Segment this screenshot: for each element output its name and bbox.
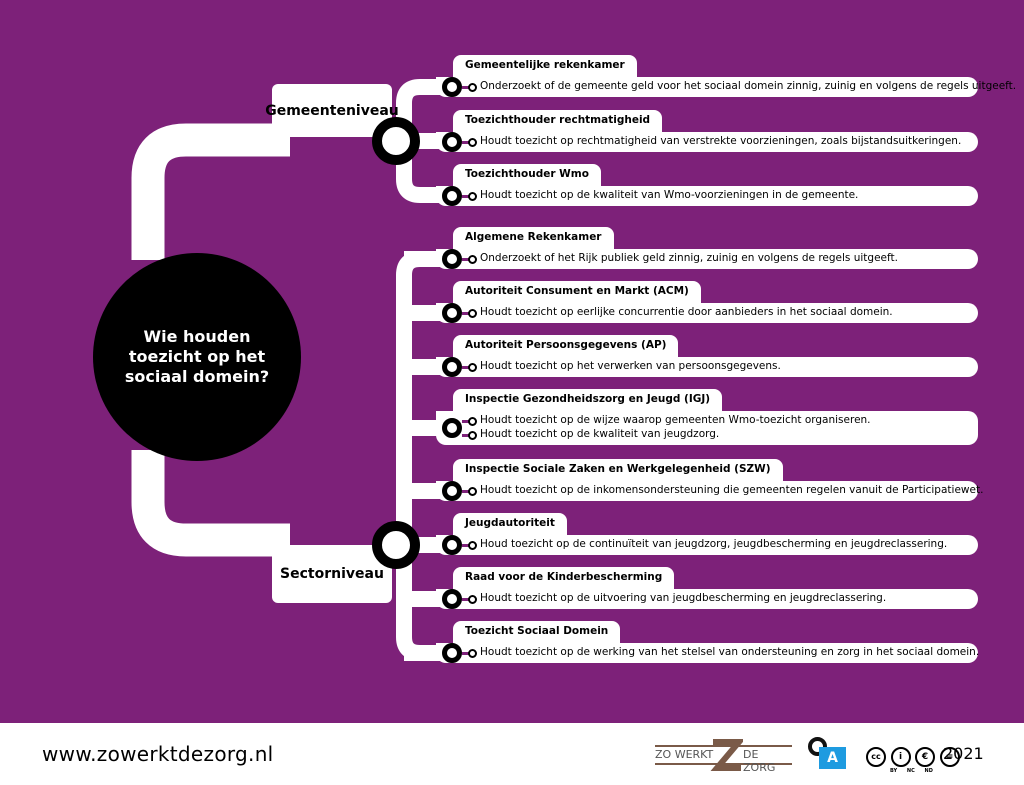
bullet-icon xyxy=(468,83,477,92)
central-question: Wie houden toezicht op het sociaal domei… xyxy=(93,253,301,461)
description-text: Houdt toezicht op het verwerken van pers… xyxy=(480,360,781,372)
bullet-icon xyxy=(468,138,477,147)
bullet-icon xyxy=(468,309,477,318)
connector-line xyxy=(462,141,472,144)
supervisor-description: Houdt toezicht op eerlijke concurrentie … xyxy=(436,303,978,323)
footer: www.zowerktdezorg.nl ZO WERKT DE ZORG A … xyxy=(0,723,1024,785)
supervisor-title: Toezicht Sociaal Domein xyxy=(453,621,621,645)
bullet-icon xyxy=(468,431,477,440)
connector-line xyxy=(462,86,472,89)
description-text: Houdt toezicht op de wijze waarop gemeen… xyxy=(480,414,871,426)
supervisor-title: Jeugdautoriteit xyxy=(453,513,567,537)
supervisor-title: Gemeentelijke rekenkamer xyxy=(453,55,637,79)
description-text: Houdt toezicht op rechtmatigheid van ver… xyxy=(480,135,962,147)
description-text: Houdt toezicht op de kwaliteit van jeugd… xyxy=(480,428,720,440)
station-icon xyxy=(442,357,462,377)
supervisor-description: Houdt toezicht op de inkomensondersteuni… xyxy=(436,481,983,501)
station-icon xyxy=(442,643,462,663)
supervisor-title: Raad voor de Kinderbescherming xyxy=(453,567,675,591)
bullet-icon xyxy=(468,487,477,496)
station-icon xyxy=(442,589,462,609)
supervisor-title: Autoriteit Persoonsgegevens (AP) xyxy=(453,335,679,359)
supervisor-description: Houdt toezicht op de uitvoering van jeug… xyxy=(436,589,978,609)
supervisor-title: Autoriteit Consument en Markt (ACM) xyxy=(453,281,701,305)
connector-line xyxy=(462,312,472,315)
station-icon xyxy=(442,535,462,555)
supervisor-description: Houdt toezicht op het verwerken van pers… xyxy=(436,357,978,377)
connector-line xyxy=(462,490,472,493)
bullet-icon xyxy=(468,541,477,550)
bullet-icon xyxy=(468,595,477,604)
supervisor-description: Houdt toezicht op rechtmatigheid van ver… xyxy=(436,132,978,152)
station-icon xyxy=(442,77,462,97)
station-icon xyxy=(442,132,462,152)
gemeenteniveau-label: Gemeenteniveau xyxy=(265,84,399,137)
year: 2021 xyxy=(943,744,984,763)
description-text: Houdt toezicht op eerlijke concurrentie … xyxy=(480,306,893,318)
supervisor-description: Onderzoekt of het Rijk publiek geld zinn… xyxy=(436,249,978,269)
website-link[interactable]: www.zowerktdezorg.nl xyxy=(42,742,274,766)
description-text: Houd toezicht op de continuïteit van jeu… xyxy=(480,538,948,550)
connector-line xyxy=(462,420,472,423)
station-icon xyxy=(442,481,462,501)
creative-commons-license-icon: cc i € = BY NC ND xyxy=(866,747,960,774)
bullet-icon xyxy=(468,649,477,658)
connector-line xyxy=(462,366,472,369)
description-text: Onderzoekt of het Rijk publiek geld zinn… xyxy=(480,252,898,264)
station-icon xyxy=(442,186,462,206)
bullet-icon xyxy=(468,417,477,426)
supervisor-description: Houd toezicht op de continuïteit van jeu… xyxy=(436,535,978,555)
connector-line xyxy=(462,434,472,437)
zo-werkt-de-zorg-logo: ZO WERKT DE ZORG xyxy=(655,737,792,774)
supervisor-description: Onderzoekt of de gemeente geld voor het … xyxy=(436,77,1016,97)
connector-line xyxy=(462,652,472,655)
description-text: Houdt toezicht op de uitvoering van jeug… xyxy=(480,592,887,604)
description-text: Houdt toezicht op de inkomensondersteuni… xyxy=(480,484,984,496)
supervisor-description: Houdt toezicht op de kwaliteit van Wmo-v… xyxy=(436,186,978,206)
station-icon xyxy=(442,249,462,269)
supervisor-title: Algemene Rekenkamer xyxy=(453,227,614,251)
sectorniveau-label: Sectorniveau xyxy=(272,545,392,603)
description-text: Houdt toezicht op de werking van het ste… xyxy=(480,646,980,658)
supervisor-title: Toezichthouder Wmo xyxy=(453,164,601,188)
description-text: Houdt toezicht op de kwaliteit van Wmo-v… xyxy=(480,189,859,201)
bullet-icon xyxy=(468,255,477,264)
bullet-icon xyxy=(468,363,477,372)
supervisor-title: Inspectie Sociale Zaken en Werkgelegenhe… xyxy=(453,459,783,483)
description-text: Onderzoekt of de gemeente geld voor het … xyxy=(480,80,1017,92)
connector-line xyxy=(462,258,472,261)
gemeente-node-icon xyxy=(372,117,420,165)
station-icon xyxy=(442,418,462,438)
sector-node-icon xyxy=(372,521,420,569)
connector-line xyxy=(462,544,472,547)
supervisor-description: Houdt toezicht op de wijze waarop gemeen… xyxy=(436,411,978,445)
station-icon xyxy=(442,303,462,323)
supervisor-title: Inspectie Gezondheidszorg en Jeugd (IGJ) xyxy=(453,389,723,413)
supervisor-title: Toezichthouder rechtmatigheid xyxy=(453,110,663,134)
connector-line xyxy=(462,598,472,601)
connector-line xyxy=(462,195,472,198)
supervisor-description: Houdt toezicht op de werking van het ste… xyxy=(436,643,980,663)
bullet-icon xyxy=(468,192,477,201)
